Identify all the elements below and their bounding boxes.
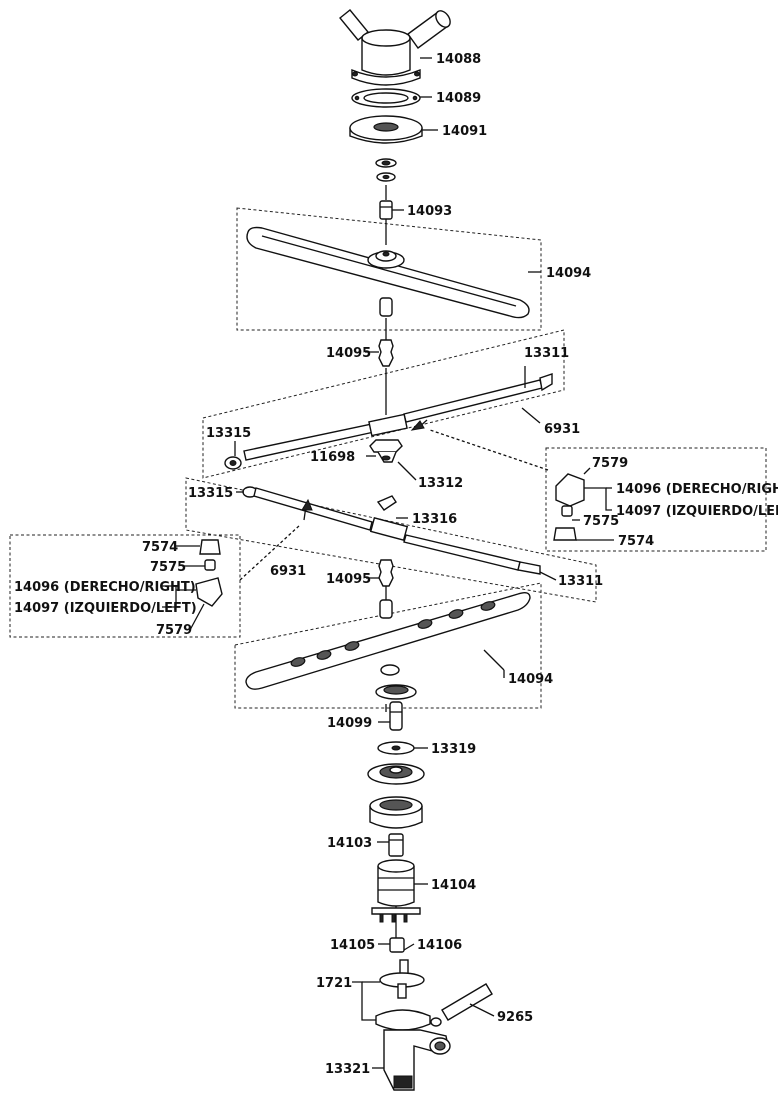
label-13311-upper: 13311 — [524, 346, 569, 361]
part-13319-washer — [377, 741, 415, 755]
part-1721-bracket — [375, 972, 431, 1031]
label-14099: 14099 — [327, 716, 372, 731]
lower-spray-arm-group-outline — [234, 582, 542, 709]
label-14103: 14103 — [327, 836, 372, 851]
label-14095-upper: 14095 — [326, 346, 371, 361]
inset-right-label-7575: 7575 — [583, 514, 619, 529]
upper-tube-assembly — [224, 373, 553, 470]
label-14094-upper: 14094 — [546, 266, 591, 281]
label-13311-lower: 13311 — [558, 574, 603, 589]
part-seal-housing — [369, 796, 423, 829]
part-14093-bolt — [379, 200, 393, 220]
label-13315-upper: 13315 — [206, 426, 251, 441]
right-inset-box — [545, 447, 767, 552]
part-bearing-plate — [367, 763, 425, 785]
inset-left-label-7575: 7575 — [150, 560, 186, 575]
part-14099-nozzle — [389, 701, 403, 731]
inset-left-parts — [195, 539, 223, 607]
part-14095-lower-nozzle — [378, 559, 394, 587]
part-14105-14106 — [389, 937, 409, 975]
part-11698-clip — [369, 439, 403, 463]
part-14095-upper-nozzle — [378, 339, 394, 367]
part-14103-coupler — [388, 833, 404, 857]
label-1721: 1721 — [316, 976, 352, 991]
inset-left-label-14097: 14097 (IZQUIERDO/LEFT) — [14, 601, 197, 616]
part-14091-plate — [349, 115, 423, 144]
label-14095-lower: 14095 — [326, 572, 371, 587]
left-inset-box — [9, 534, 241, 638]
part-9265-hose — [430, 983, 493, 1027]
upper-tube-group-outline — [202, 329, 565, 479]
upper-spray-arm-group-outline — [236, 207, 542, 331]
inset-right-label-14097: 14097 (IZQUIERDO/LEFT) — [616, 504, 778, 519]
label-6931-lower: 6931 — [270, 564, 306, 579]
inset-right-parts — [553, 473, 585, 541]
label-14106: 14106 — [417, 938, 462, 953]
label-14104: 14104 — [431, 878, 476, 893]
label-13321: 13321 — [325, 1062, 370, 1077]
label-13315-lower: 13315 — [188, 486, 233, 501]
lower-tube-assembly — [242, 486, 541, 575]
label-14088: 14088 — [436, 52, 481, 67]
label-14089: 14089 — [436, 91, 481, 106]
label-14094-lower: 14094 — [508, 672, 553, 687]
inset-right-label-7574: 7574 — [618, 534, 654, 549]
part-13321-pump-base — [383, 1029, 451, 1091]
label-13316: 13316 — [412, 512, 457, 527]
label-14093: 14093 — [407, 204, 452, 219]
part-14088-housing — [339, 9, 451, 86]
label-14091: 14091 — [442, 124, 487, 139]
label-13312: 13312 — [418, 476, 463, 491]
inset-left-label-7574: 7574 — [142, 540, 178, 555]
part-14089-gasket — [351, 88, 421, 108]
label-14105: 14105 — [330, 938, 375, 953]
inset-right-label-7579: 7579 — [592, 456, 628, 471]
inset-left-label-7579: 7579 — [156, 623, 192, 638]
label-13319: 13319 — [431, 742, 476, 757]
inset-left-label-14096: 14096 (DERECHO/RIGHT) — [14, 580, 196, 595]
part-14104-motor — [371, 859, 421, 923]
part-nut-washer — [375, 158, 397, 182]
inset-right-label-14096: 14096 (DERECHO/RIGHT) — [616, 482, 778, 497]
label-9265: 9265 — [497, 1010, 533, 1025]
label-6931-upper: 6931 — [544, 422, 580, 437]
part-14094-upper-spray-arm — [246, 226, 530, 319]
part-14094-lower-spray-arm — [245, 591, 531, 700]
label-11698: 11698 — [310, 450, 355, 465]
